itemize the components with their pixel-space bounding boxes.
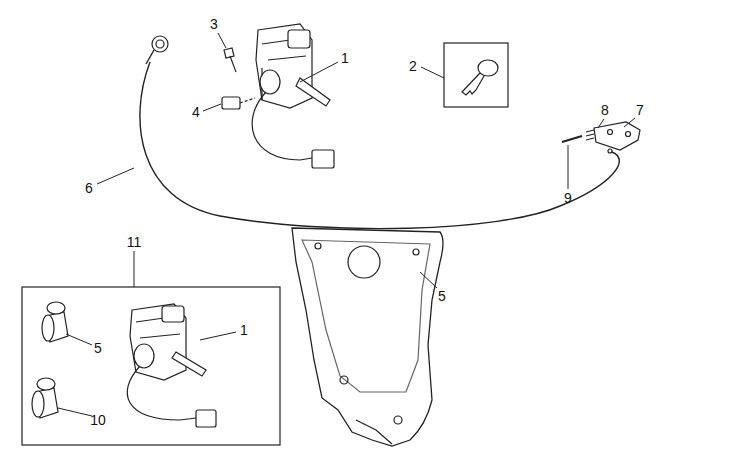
callout-number: 11 — [127, 234, 142, 250]
callout-number: 10 — [90, 412, 106, 428]
callout-number: 2 — [409, 58, 417, 74]
callout-number: 5 — [94, 340, 102, 356]
callout-number: 1 — [341, 50, 349, 66]
callout-number: 4 — [192, 104, 200, 120]
callout-number: 9 — [564, 190, 572, 206]
callout-number: 1 — [240, 322, 248, 338]
callout-number: 7 — [636, 102, 644, 118]
callout-number: 8 — [601, 102, 609, 118]
callout-number: 6 — [85, 180, 93, 196]
callout-number: 5 — [438, 288, 446, 304]
callout-number: 3 — [210, 16, 218, 32]
